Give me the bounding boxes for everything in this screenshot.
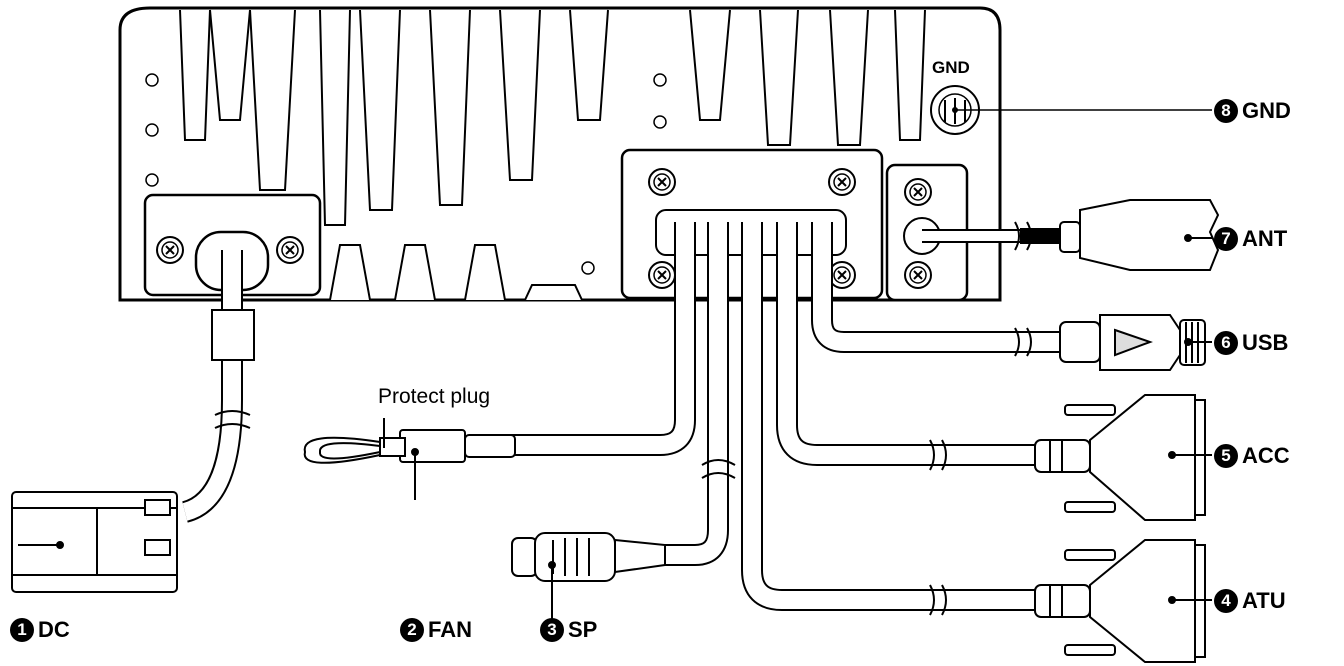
usb-plug bbox=[1059, 314, 1212, 371]
badge-4: 4 bbox=[1214, 589, 1238, 613]
label-atu: 4 ATU bbox=[1214, 588, 1286, 614]
label-fan-text: FAN bbox=[428, 617, 472, 642]
badge-6: 6 bbox=[1214, 331, 1238, 355]
label-usb: 6 USB bbox=[1214, 330, 1288, 356]
label-sp: 3 SP bbox=[540, 617, 597, 643]
label-gnd: 8 GND bbox=[1214, 98, 1291, 124]
label-gnd-text: GND bbox=[1242, 98, 1291, 123]
label-dc-text: DC bbox=[38, 617, 70, 642]
label-ant: 7 ANT bbox=[1214, 226, 1287, 252]
ant-plug bbox=[1059, 199, 1220, 271]
badge-5: 5 bbox=[1214, 444, 1238, 468]
label-atu-text: ATU bbox=[1242, 588, 1286, 613]
badge-1: 1 bbox=[10, 618, 34, 642]
heatsink-fins bbox=[179, 9, 926, 301]
badge-8: 8 bbox=[1214, 99, 1238, 123]
badge-3: 3 bbox=[540, 618, 564, 642]
badge-7: 7 bbox=[1214, 227, 1238, 251]
protect-plug-label: Protect plug bbox=[378, 385, 491, 408]
radio-cables bbox=[510, 221, 1070, 616]
dc-cable bbox=[181, 250, 255, 523]
label-dc: 1 DC bbox=[10, 617, 70, 643]
label-fan: 2 FAN bbox=[400, 617, 472, 643]
acc-plug bbox=[1034, 394, 1212, 521]
label-acc-text: ACC bbox=[1242, 443, 1290, 468]
dc-connector bbox=[11, 491, 178, 593]
label-sp-text: SP bbox=[568, 617, 598, 642]
label-ant-text: ANT bbox=[1242, 226, 1288, 251]
gnd-marking: GND bbox=[932, 58, 970, 77]
label-acc: 5 ACC bbox=[1214, 443, 1290, 469]
badge-2: 2 bbox=[400, 618, 424, 642]
fan-connector bbox=[303, 418, 516, 500]
sp-plug bbox=[511, 532, 666, 620]
label-usb-text: USB bbox=[1242, 330, 1289, 355]
atu-plug bbox=[1034, 539, 1212, 663]
gnd-terminal bbox=[930, 85, 1212, 135]
